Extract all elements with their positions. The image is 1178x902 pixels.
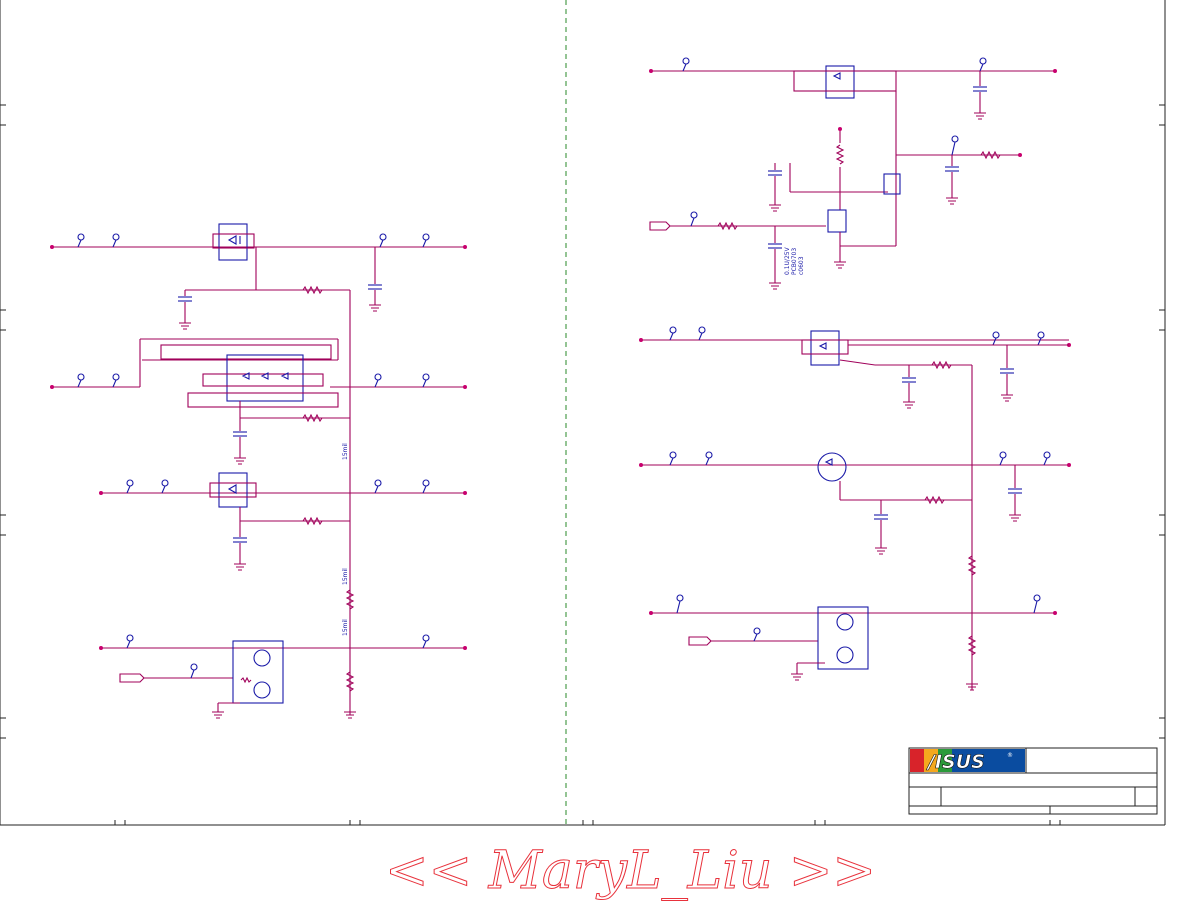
resistor xyxy=(835,144,845,165)
power-flag-icon xyxy=(422,233,430,241)
power-flag-icon xyxy=(705,451,713,459)
power-flag-icon xyxy=(682,57,690,65)
asus-logo: /ISUS ® xyxy=(910,749,1025,773)
power-flag-icon xyxy=(669,451,677,459)
resistor xyxy=(302,413,323,423)
cap-value-label: 0.1U/25V xyxy=(784,246,791,275)
trace-width-label: 15mil xyxy=(342,443,349,460)
input-port-icon xyxy=(649,221,671,231)
input-port-icon xyxy=(688,636,712,646)
power-flag-icon xyxy=(690,211,698,219)
power-flag-icon xyxy=(422,479,430,487)
power-flag-icon xyxy=(992,331,1000,339)
trace-width-label: 15mil xyxy=(342,619,349,636)
power-flag-icon xyxy=(77,373,85,381)
right-switch-block-2 xyxy=(639,326,1071,690)
resistor xyxy=(967,555,977,576)
cap-pkg-label: c0603 xyxy=(798,256,805,275)
watermark: << MaryL_Liu >> xyxy=(385,841,876,901)
power-flag-icon xyxy=(379,233,387,241)
transistor-package xyxy=(817,606,869,670)
sheet-frame xyxy=(0,0,1166,826)
left-driver-block: 15mil 15mil xyxy=(99,568,467,719)
power-flag-icon xyxy=(1043,451,1051,459)
mosfet-package xyxy=(810,330,840,366)
power-flag-icon xyxy=(161,479,169,487)
left-switch-block-3: 15mil xyxy=(99,443,467,571)
power-flag-icon xyxy=(374,479,382,487)
power-flag-icon xyxy=(190,663,198,671)
power-flag-icon xyxy=(669,326,677,334)
mosfet-package xyxy=(218,472,248,508)
logo-text: /ISUS xyxy=(926,751,985,773)
resistor xyxy=(345,671,355,692)
right-driver-block xyxy=(649,594,1057,691)
power-flag-icon xyxy=(112,233,120,241)
power-flag-icon xyxy=(753,627,761,635)
power-flag-icon xyxy=(676,594,684,602)
resistor xyxy=(980,150,1001,160)
resistor xyxy=(345,589,355,610)
dual-mosfet-package xyxy=(226,354,304,402)
registered-mark: ® xyxy=(1007,752,1013,759)
resistor xyxy=(924,495,945,505)
power-flag-icon xyxy=(422,634,430,642)
mosfet-symbol xyxy=(827,209,847,233)
left-switch-block-1 xyxy=(50,223,467,715)
resistor xyxy=(931,360,952,370)
resistor xyxy=(302,516,323,526)
power-flag-icon xyxy=(77,233,85,241)
mosfet-package xyxy=(218,223,248,261)
power-flag-icon xyxy=(374,373,382,381)
power-flag-icon xyxy=(112,373,120,381)
power-flag-icon xyxy=(126,634,134,642)
resistor xyxy=(967,635,977,656)
right-switch-block-3 xyxy=(639,451,1071,576)
trace-width-label: 15mil xyxy=(342,568,349,585)
transistor-package xyxy=(232,640,284,704)
right-switch-block-1: 0.1U/25V PCB0703 c0603 xyxy=(649,57,1057,290)
power-flag-icon xyxy=(126,479,134,487)
mosfet-round-package xyxy=(817,452,847,482)
input-port-icon xyxy=(119,673,145,683)
title-block: /ISUS ® xyxy=(908,747,1158,815)
resistor xyxy=(717,221,738,231)
cap-ref-label: PCB0703 xyxy=(791,248,798,275)
power-flag-icon xyxy=(951,135,959,143)
power-flag-icon xyxy=(698,326,706,334)
power-flag-icon xyxy=(1037,331,1045,339)
mosfet-symbol xyxy=(883,173,901,195)
power-flag-icon xyxy=(422,373,430,381)
mosfet-package xyxy=(825,65,855,99)
power-flag-icon xyxy=(1033,594,1041,602)
resistor xyxy=(302,285,323,295)
power-flag-icon xyxy=(999,451,1007,459)
left-switch-block-2 xyxy=(50,338,467,465)
power-flag-icon xyxy=(979,57,987,65)
